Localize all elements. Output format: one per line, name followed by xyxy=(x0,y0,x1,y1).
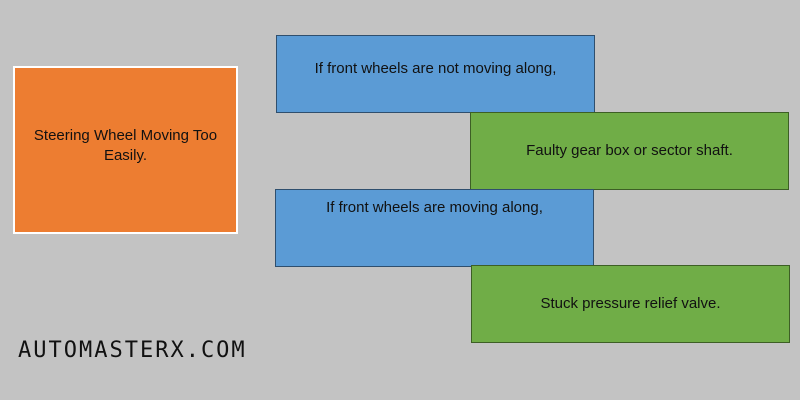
symptom-text: Steering Wheel Moving Too Easily. xyxy=(33,127,218,164)
result-text-2: Stuck pressure relief valve. xyxy=(540,295,721,312)
site-watermark: AUTOMASTERX.COM xyxy=(18,338,247,363)
result-text-1: Faulty gear box or sector shaft. xyxy=(526,142,733,159)
condition-box-2: If front wheels are moving along, xyxy=(275,189,594,267)
symptom-box: Steering Wheel Moving Too Easily. xyxy=(13,66,238,234)
result-box-1: Faulty gear box or sector shaft. xyxy=(470,112,789,190)
condition-box-1: If front wheels are not moving along, xyxy=(276,35,595,113)
condition-text-1: If front wheels are not moving along, xyxy=(314,60,557,77)
result-box-2: Stuck pressure relief valve. xyxy=(471,265,790,343)
condition-text-2: If front wheels are moving along, xyxy=(326,199,543,216)
